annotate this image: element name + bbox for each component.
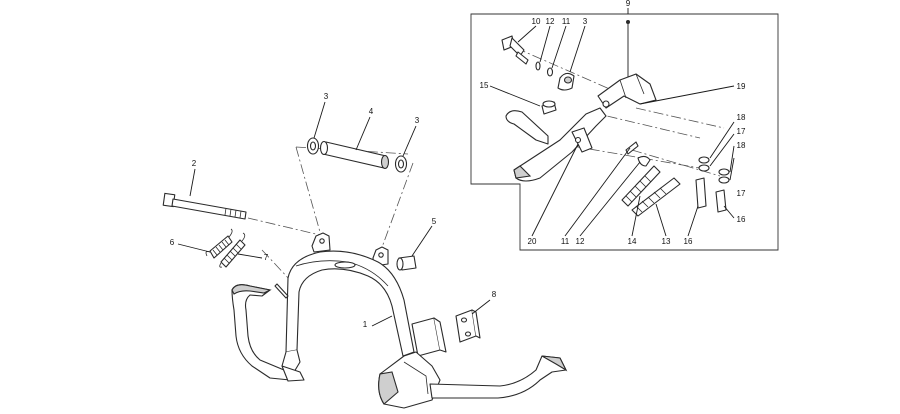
callout-17: 17 [737, 189, 746, 198]
leader-lines-main [177, 101, 491, 327]
detail-part-16-bolts [695, 177, 727, 213]
detail-guide-lines [515, 47, 725, 177]
callout-19: 19 [737, 82, 746, 91]
callout-9: 9 [626, 0, 631, 8]
part-2-bolt [162, 192, 247, 220]
callout-16: 16 [737, 215, 746, 224]
callout-7: 7 [264, 253, 269, 262]
callout-11: 11 [562, 17, 571, 26]
leader-lines-detail [489, 25, 735, 237]
callout-13: 13 [662, 237, 671, 246]
detail-part-10-screw [501, 35, 529, 65]
callout-15: 15 [480, 81, 489, 90]
part-8-plate [455, 309, 481, 343]
callout-18: 18 [737, 141, 746, 150]
callout-6: 6 [170, 238, 175, 247]
callout-17: 17 [737, 127, 746, 136]
part-7-spring [219, 232, 246, 268]
part-1-center-stand [231, 232, 568, 409]
callout-2: 2 [192, 159, 197, 168]
callout-20: 20 [528, 237, 537, 246]
callout-1: 1 [363, 320, 368, 329]
callout-5: 5 [432, 217, 437, 226]
part-3-washer-right [394, 155, 408, 173]
part-6-spring [205, 228, 233, 259]
callout-16: 16 [684, 237, 693, 246]
detail-box-9 [470, 8, 779, 251]
part-5-bushing [396, 255, 417, 271]
detail-part-12-clip [535, 61, 541, 71]
detail-part-18-washers [698, 156, 730, 184]
callout-12: 12 [546, 17, 555, 26]
callout-10: 10 [532, 17, 541, 26]
callout-3: 3 [324, 92, 329, 101]
callout-3: 3 [415, 116, 420, 125]
callouts-main: 2 3 4 3 5 6 7 8 1 [170, 92, 497, 329]
callout-14: 14 [628, 237, 637, 246]
detail-part-3-bushing [557, 72, 575, 91]
part-4-pivot-pin [319, 140, 390, 170]
detail-side-stand [505, 73, 657, 182]
detail-part-15-knob [541, 100, 557, 115]
part-3-washer-left [306, 137, 320, 155]
callout-3: 3 [583, 17, 588, 26]
callout-12: 12 [576, 237, 585, 246]
detail-part-11-ring [546, 67, 554, 77]
detail-part-14-spring [621, 165, 661, 207]
callout-8: 8 [492, 290, 497, 299]
callouts-detail: 9 10 12 11 3 15 19 18 17 18 17 16 20 11 … [480, 0, 746, 246]
callout-11: 11 [561, 237, 570, 246]
callout-18: 18 [737, 113, 746, 122]
callout-4: 4 [369, 107, 374, 116]
detail-box-frame [470, 13, 779, 251]
